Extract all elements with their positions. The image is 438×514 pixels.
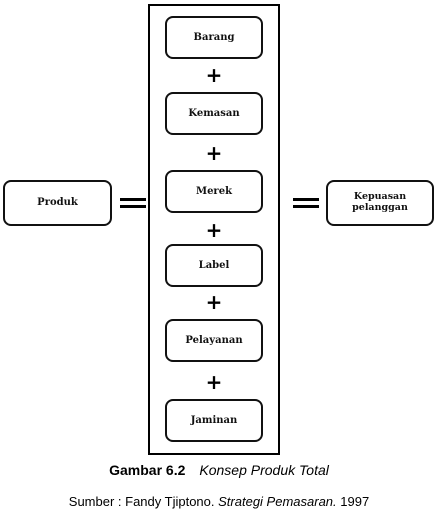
item-pelayanan: Pelayanan: [165, 319, 263, 362]
item-merek: Merek: [165, 170, 263, 213]
item-label: Label: [165, 244, 263, 287]
product-box: Produk: [3, 180, 112, 226]
plus-sign: +: [205, 63, 223, 87]
equals-sign-right: [293, 196, 319, 210]
item-barang: Barang: [165, 16, 263, 59]
item-jaminan: Jaminan: [165, 399, 263, 442]
plus-sign: +: [205, 290, 223, 314]
figure-caption: Gambar 6.2 Konsep Produk Total: [0, 462, 438, 478]
figure-title: Konsep Produk Total: [199, 462, 329, 478]
plus-sign: +: [205, 218, 223, 242]
plus-sign: +: [205, 141, 223, 165]
source-prefix: Sumber : Fandy Tjiptono.: [68, 494, 215, 509]
item-kemasan: Kemasan: [165, 92, 263, 135]
plus-sign: +: [205, 370, 223, 394]
source-year: 1997: [340, 494, 370, 509]
component-frame: [148, 4, 280, 455]
source-book: Strategi Pemasaran.: [218, 494, 337, 509]
source-citation: Sumber : Fandy Tjiptono. Strategi Pemasa…: [0, 494, 438, 509]
customer-satisfaction-box: Kepuasan pelanggan: [326, 180, 434, 226]
equals-sign-left: [120, 196, 146, 210]
figure-number: Gambar 6.2: [109, 462, 186, 478]
